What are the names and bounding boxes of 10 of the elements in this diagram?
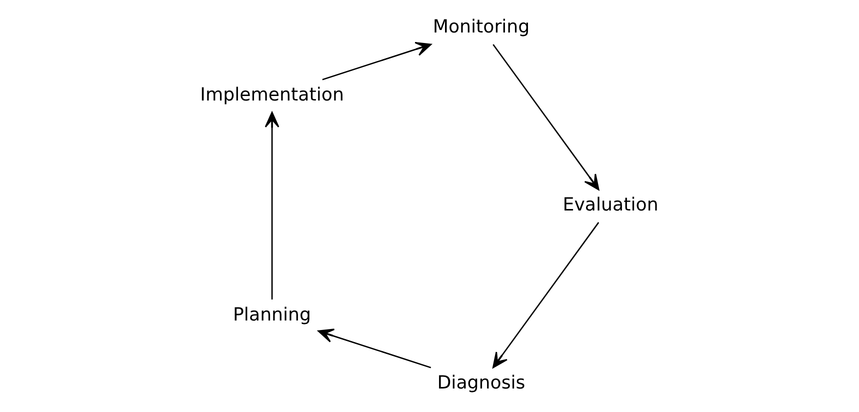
node-text: Diagnosis	[437, 372, 526, 394]
node-text: Implementation	[200, 84, 344, 106]
node-text: Planning	[233, 304, 312, 326]
arrow	[492, 222, 600, 368]
arrow	[318, 328, 432, 368]
arrow	[492, 44, 600, 190]
arrow	[322, 42, 432, 80]
arrow	[264, 112, 280, 300]
node-text: Monitoring	[432, 16, 530, 38]
node-text: Evaluation	[562, 194, 658, 216]
